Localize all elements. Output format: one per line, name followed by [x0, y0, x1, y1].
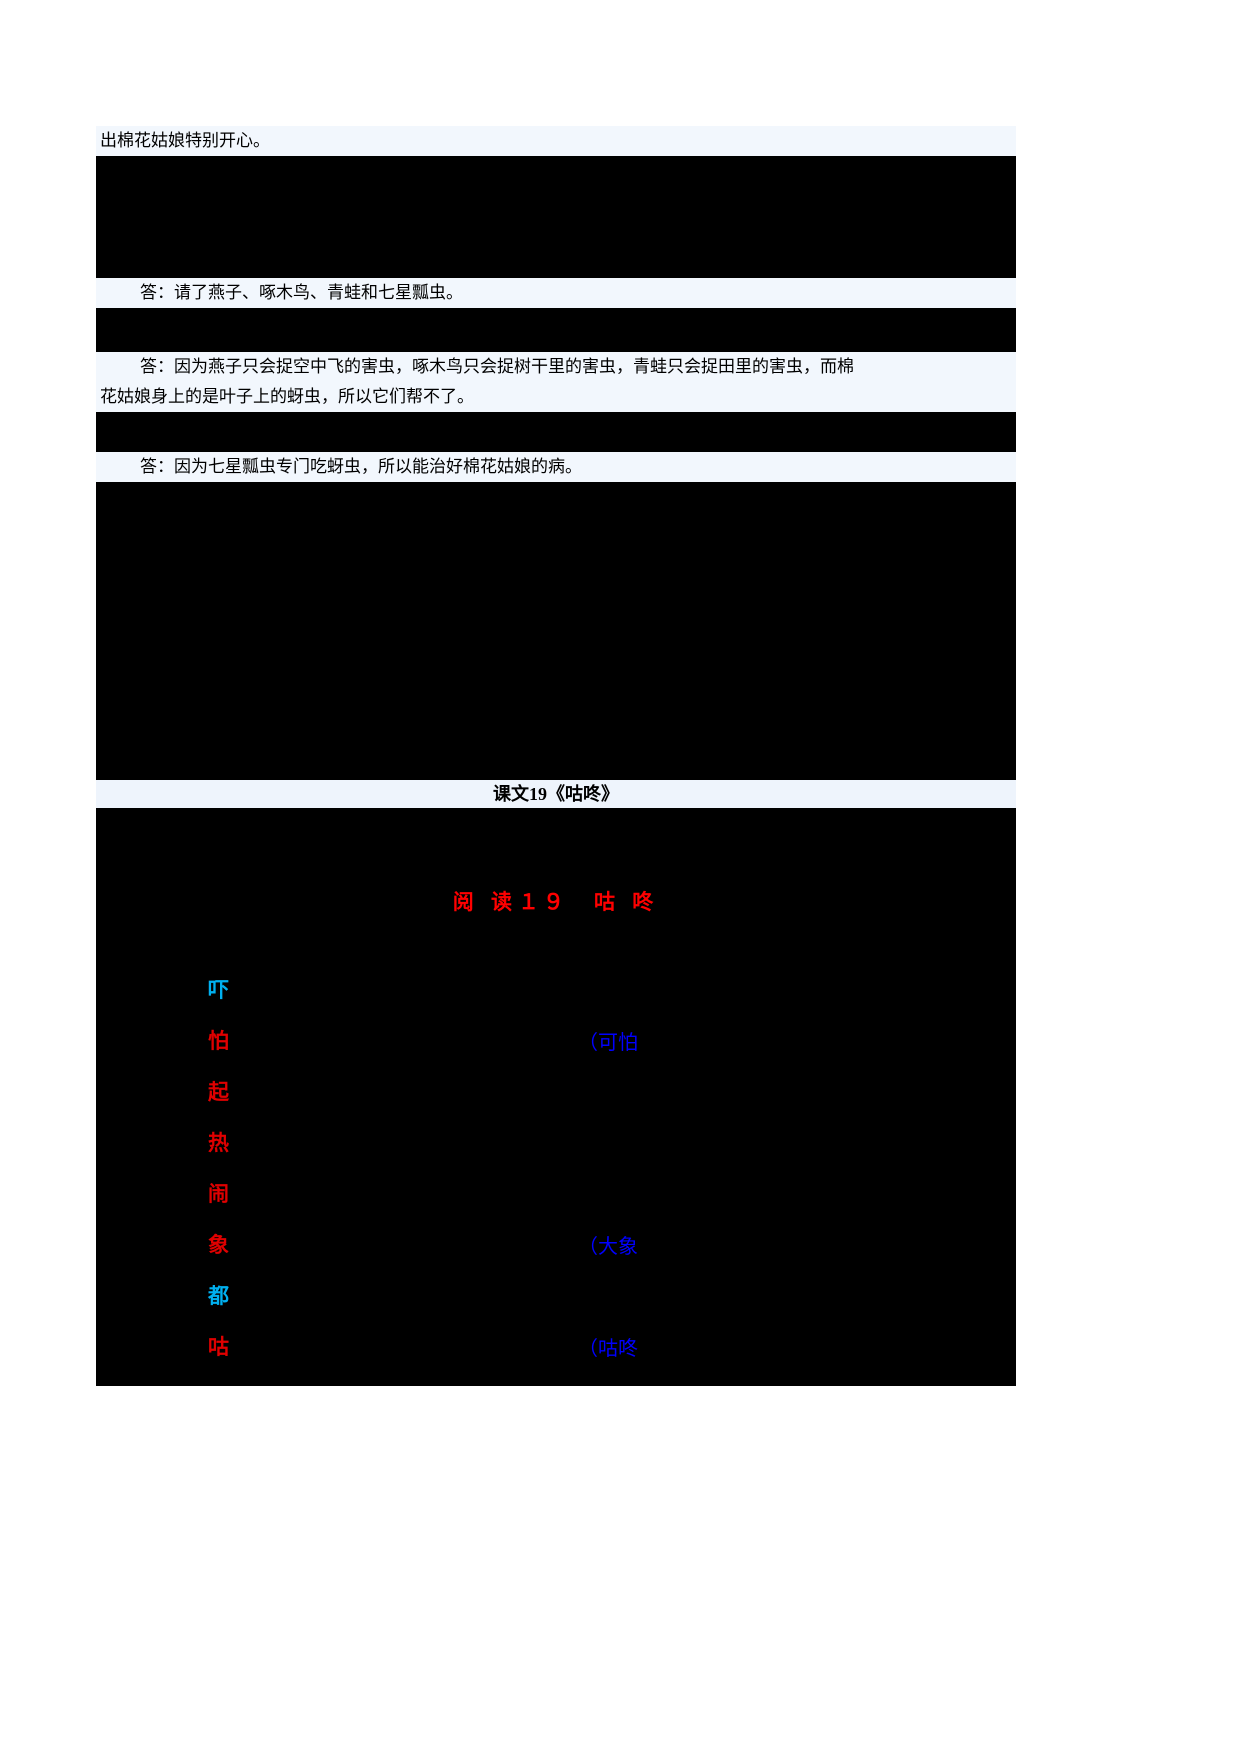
answer-text-3: 答：因为七星瓢虫专门吃蚜虫，所以能治好棉花姑娘的病。: [140, 457, 582, 476]
text-line: 出棉花姑娘特别开心。: [100, 131, 270, 150]
worksheet-title: 阅 读１９ 咕 咚: [96, 886, 1016, 916]
worksheet-note: （大象: [578, 1236, 638, 1258]
answer-row-3: 答：因为七星瓢虫专门吃蚜虫，所以能治好棉花姑娘的病。: [96, 452, 1016, 482]
worksheet-row: 都: [208, 1282, 248, 1333]
worksheet-title-main: 阅 读: [452, 890, 518, 914]
worksheet-row: 热: [208, 1129, 248, 1180]
worksheet-row: 起: [208, 1078, 248, 1129]
worksheet-row: 咕 （咕咚: [208, 1333, 638, 1384]
worksheet-row: 吓: [208, 976, 248, 1027]
answer-row-1: 答：请了燕子、啄木鸟、青蛙和七星瓢虫。: [96, 278, 1016, 308]
answer-text-2-line-1: 答：因为燕子只会捉空中飞的害虫，啄木鸟只会捉树干里的害虫，青蛙只会捉田里的害虫，…: [140, 357, 854, 376]
worksheet-image: 阅 读１９ 咕 咚 吓 怕 （可怕 起 热: [96, 808, 1016, 1386]
worksheet-character: 都: [208, 1284, 229, 1308]
worksheet-character: 起: [208, 1080, 229, 1104]
worksheet-character: 闹: [208, 1182, 229, 1206]
worksheet-character: 象: [208, 1233, 229, 1257]
worksheet-row: 怕 （可怕: [208, 1027, 638, 1078]
worksheet-character: 咕: [208, 1335, 229, 1359]
worksheet-row: 象 （大象: [208, 1231, 638, 1282]
worksheet-title-number: １９: [518, 890, 568, 914]
redacted-block-3: [96, 412, 1016, 452]
redacted-block-4: [96, 482, 1016, 780]
worksheet-title-word: 咕 咚: [594, 890, 660, 914]
section-heading-label: 课文19《咕咚》: [493, 784, 619, 804]
worksheet-note: （咕咚: [578, 1338, 638, 1360]
redacted-block-1: [96, 156, 1016, 278]
worksheet-character: 怕: [208, 1029, 229, 1053]
document-body: 出棉花姑娘特别开心。 答：请了燕子、啄木鸟、青蛙和七星瓢虫。 答：因为燕子只会捉…: [96, 126, 1016, 1386]
answer-row-2: 答：因为燕子只会捉空中飞的害虫，啄木鸟只会捉树干里的害虫，青蛙只会捉田里的害虫，…: [96, 352, 1016, 412]
worksheet-character: 热: [208, 1131, 229, 1155]
worksheet-note: （可怕: [578, 1032, 638, 1054]
text-line-continuation: 出棉花姑娘特别开心。: [96, 126, 1016, 156]
answer-text-2-line-2: 花姑娘身上的是叶子上的蚜虫，所以它们帮不了。: [100, 387, 474, 406]
worksheet-character: 吓: [208, 978, 229, 1002]
worksheet-character-column: 吓 怕 （可怕 起 热 闹: [208, 976, 638, 1384]
page-gutter: [1016, 126, 1026, 1416]
answer-text-1: 答：请了燕子、啄木鸟、青蛙和七星瓢虫。: [140, 283, 463, 302]
section-heading: 课文19《咕咚》: [96, 780, 1016, 808]
worksheet-row: 闹: [208, 1180, 248, 1231]
redacted-block-2: [96, 308, 1016, 352]
